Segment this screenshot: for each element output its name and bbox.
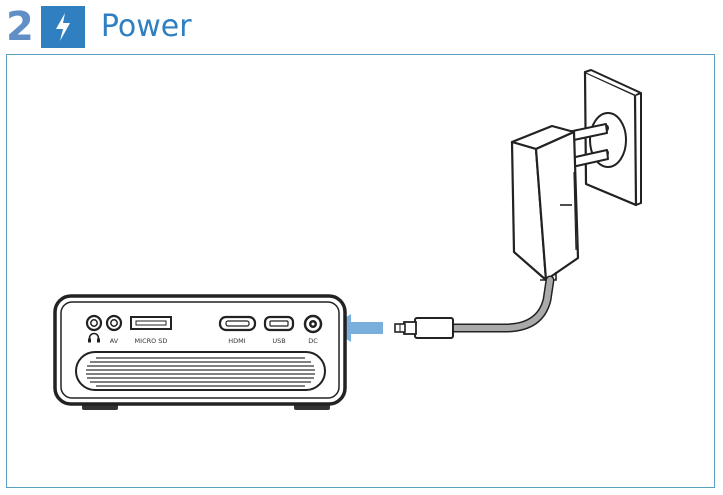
av-port <box>105 314 123 332</box>
dc-plug <box>394 317 454 339</box>
hdmi-port <box>218 315 257 332</box>
section-title: Power <box>100 9 192 44</box>
headphone-port <box>85 314 103 332</box>
projector: AV MICRO SD HDMI USB DC <box>53 294 347 410</box>
usb-label: USB <box>272 337 285 345</box>
illustration-panel <box>6 54 715 488</box>
lightning-bolt-icon <box>40 6 85 48</box>
power-adapter <box>510 124 580 282</box>
step-number: 2 <box>6 4 34 50</box>
headphone-icon <box>88 332 100 343</box>
projector-grille <box>75 351 326 391</box>
usb-port <box>263 315 295 332</box>
dc-port <box>303 314 323 334</box>
micro-sd-slot <box>130 316 172 330</box>
section-header: 2 Power <box>6 6 192 48</box>
micro-sd-label: MICRO SD <box>135 337 168 345</box>
hdmi-label: HDMI <box>228 337 246 345</box>
dc-label: DC <box>308 337 318 345</box>
wall-socket <box>583 69 642 207</box>
av-label: AV <box>110 337 119 345</box>
